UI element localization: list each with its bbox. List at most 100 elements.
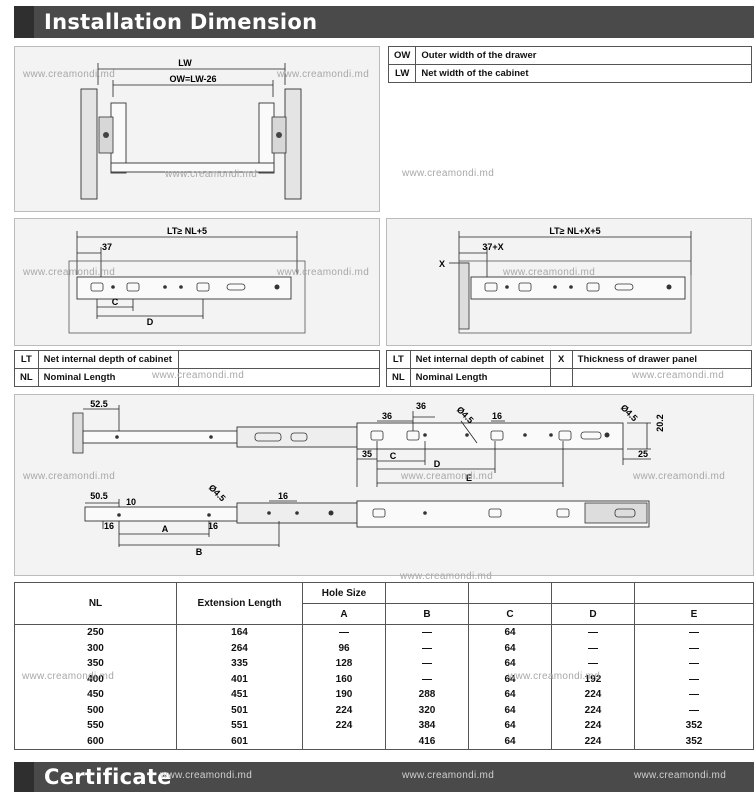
cell: 300 — [14, 640, 177, 656]
cell: 384 — [385, 718, 469, 734]
certificate-banner: Certificate — [14, 762, 754, 792]
dim-16: 16 — [492, 411, 502, 421]
lt-label: LT≥ NL+X+5 — [549, 226, 600, 236]
dim-25: 25 — [638, 449, 648, 459]
cell: 451 — [176, 687, 303, 703]
ow-label: OW=LW-26 — [169, 74, 216, 84]
cell: — — [551, 624, 635, 641]
cell: 160 — [302, 671, 386, 687]
lw-label: LW — [178, 58, 192, 68]
legend-desc: Nominal Length — [409, 368, 551, 387]
dim-hole-b: Ø4.5 — [619, 402, 640, 423]
front-view-diagram: LW OW=LW-26 — [80, 58, 302, 200]
dim-16-b: 16 — [278, 491, 288, 501]
dim-20-2: 20.2 — [655, 414, 665, 432]
front-view-panel: LW OW=LW-26 www.creamondi.md www.creamon… — [14, 46, 380, 212]
cell: 264 — [176, 640, 303, 656]
legend-code: NL — [14, 368, 39, 387]
legend-row-nl: NL Nominal Length — [386, 368, 753, 387]
watermark: www.creamondi.md — [165, 169, 258, 180]
cell: 288 — [385, 687, 469, 703]
cell: 224 — [551, 702, 635, 718]
cell: 64 — [468, 718, 552, 734]
offset-37-label: 37 — [102, 242, 112, 252]
right-mount-diagram: LT≥ NL+X+5 37+X X — [439, 226, 692, 334]
header-hole-size: Hole Size — [302, 582, 386, 604]
cell: 164 — [176, 624, 303, 641]
legend-row-ow: OW Outer width of the drawer — [387, 46, 752, 65]
cell: — — [385, 671, 469, 687]
watermark: www.creamondi.md — [401, 471, 494, 482]
legend-code: LT — [14, 350, 39, 369]
watermark: www.creamondi.md — [633, 471, 726, 482]
legend-code: X — [549, 350, 573, 369]
header-c: C — [468, 603, 552, 625]
installation-dimension-heading: Installation Dimension — [44, 10, 318, 34]
legend-row-nl: NL Nominal Length — [14, 368, 381, 387]
watermark: www.creamondi.md — [632, 370, 725, 381]
slide-dimension-panel: 52.5 36 36 Ø4.5 16 Ø4.5 20.2 25 35 C D E — [14, 394, 754, 576]
dim-35: 35 — [362, 449, 372, 459]
c-label: C — [390, 451, 397, 461]
legend-row-lt: LT Net internal depth of cabinet — [14, 350, 381, 369]
dim-10: 10 — [126, 497, 136, 507]
header-e: E — [634, 603, 754, 625]
cell: — — [634, 702, 754, 718]
cell: 320 — [385, 702, 469, 718]
legend-desc: Net internal depth of cabinet — [37, 350, 179, 369]
header-d: D — [551, 603, 635, 625]
cell: 352 — [634, 718, 754, 734]
cell: 64 — [468, 733, 552, 750]
cell: 352 — [634, 733, 754, 750]
cell: 224 — [302, 702, 386, 718]
certificate-heading: Certificate — [44, 765, 172, 789]
header-a: A — [302, 603, 386, 625]
cell: 600 — [14, 733, 177, 750]
cell: 550 — [14, 718, 177, 734]
left-mount-panel: LT≥ NL+5 37 C D www.creamondi.md www.cre… — [14, 218, 380, 346]
cell: — — [634, 640, 754, 656]
installation-dimension-banner: Installation Dimension — [14, 6, 754, 38]
e-label: E — [466, 473, 472, 483]
legend-code: NL — [386, 368, 411, 387]
d-label: D — [147, 317, 154, 327]
cell: — — [385, 656, 469, 672]
watermark: www.creamondi.md — [400, 571, 493, 582]
watermark: www.creamondi.md — [277, 69, 370, 80]
legend-desc: Thickness of drawer panel — [571, 350, 753, 369]
cell: 224 — [551, 733, 635, 750]
cell: 350 — [14, 656, 177, 672]
slide-dimension-diagram: 52.5 36 36 Ø4.5 16 Ø4.5 20.2 25 35 C D E — [72, 399, 665, 557]
legend-code: OW — [387, 46, 417, 65]
cell: 64 — [468, 687, 552, 703]
cell: 224 — [551, 718, 635, 734]
dim-36-b: 36 — [416, 401, 426, 411]
cell: — — [634, 671, 754, 687]
cell: 190 — [302, 687, 386, 703]
dim-hole-a: Ø4.5 — [455, 404, 476, 425]
depth-legend-right: LT Net internal depth of cabinet X Thick… — [386, 350, 753, 387]
cell: 450 — [14, 687, 177, 703]
legend-desc: Outer width of the drawer — [415, 46, 752, 65]
cell: — — [385, 640, 469, 656]
watermark: www.creamondi.md — [508, 671, 601, 682]
watermark: www.creamondi.md — [402, 168, 495, 179]
cell: 64 — [468, 624, 552, 641]
banner-accent — [14, 6, 34, 38]
cell: 64 — [468, 640, 552, 656]
watermark: www.creamondi.md — [503, 267, 596, 278]
cell: 224 — [551, 687, 635, 703]
dim-36-a: 36 — [382, 411, 392, 421]
offset-37x-label: 37+X — [482, 242, 503, 252]
cell: — — [634, 687, 754, 703]
watermark: www.creamondi.md — [634, 770, 727, 781]
legend-desc: Net internal depth of cabinet — [409, 350, 551, 369]
dim-16-d: 16 — [208, 521, 218, 531]
header-b: B — [385, 603, 469, 625]
